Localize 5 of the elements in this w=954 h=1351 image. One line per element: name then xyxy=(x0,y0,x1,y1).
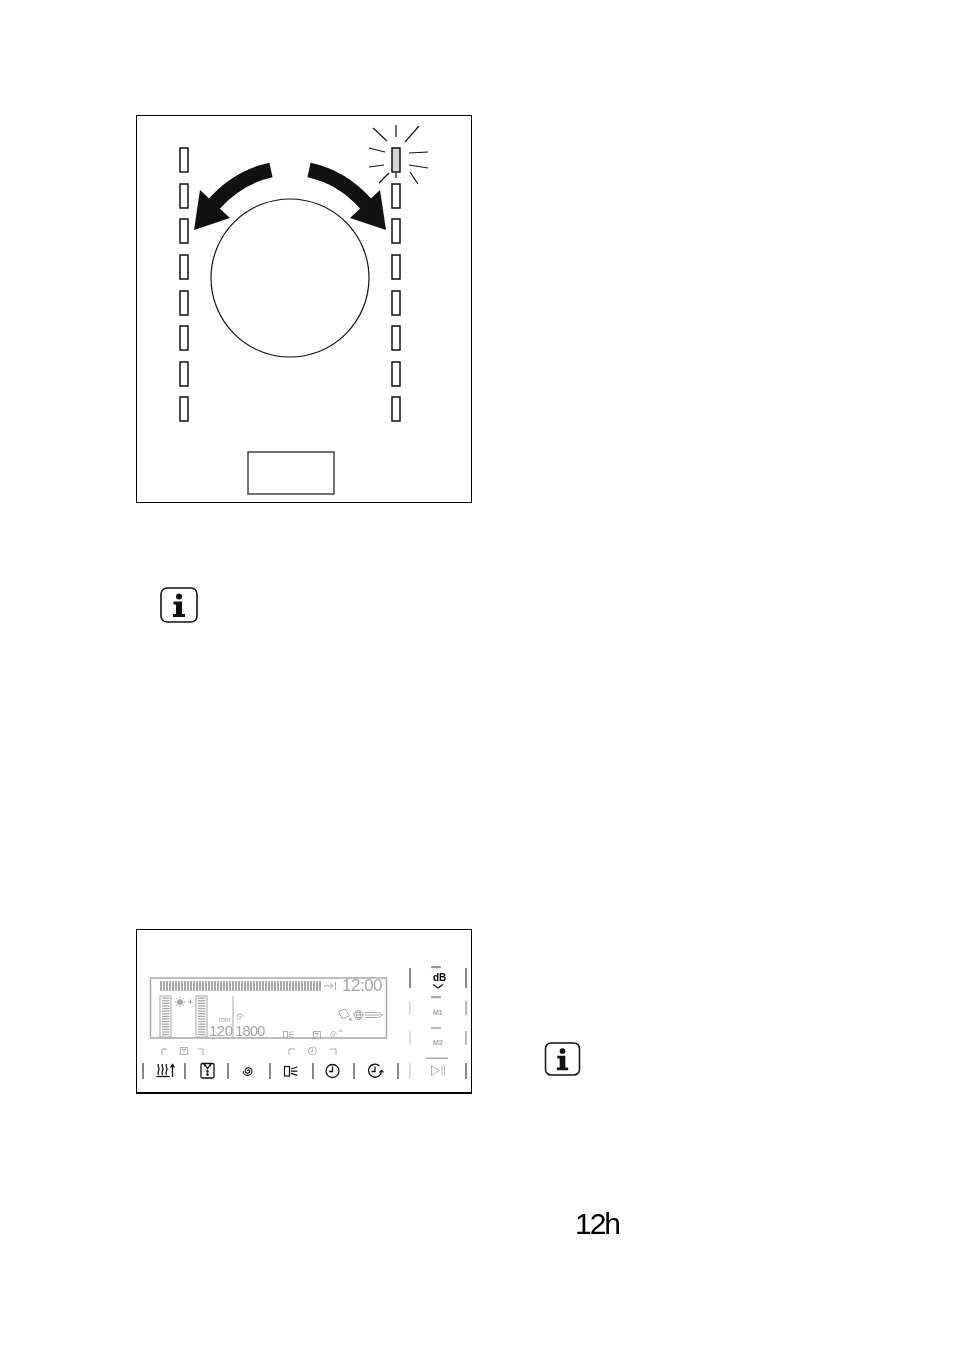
hours-readout: 12h xyxy=(575,1209,620,1239)
decibel-label: dB xyxy=(433,973,447,983)
time-readout: 12:00 xyxy=(342,977,383,994)
spin-speed-readout: 1800 xyxy=(235,1023,265,1038)
duration-readout: 120 xyxy=(209,1023,233,1038)
